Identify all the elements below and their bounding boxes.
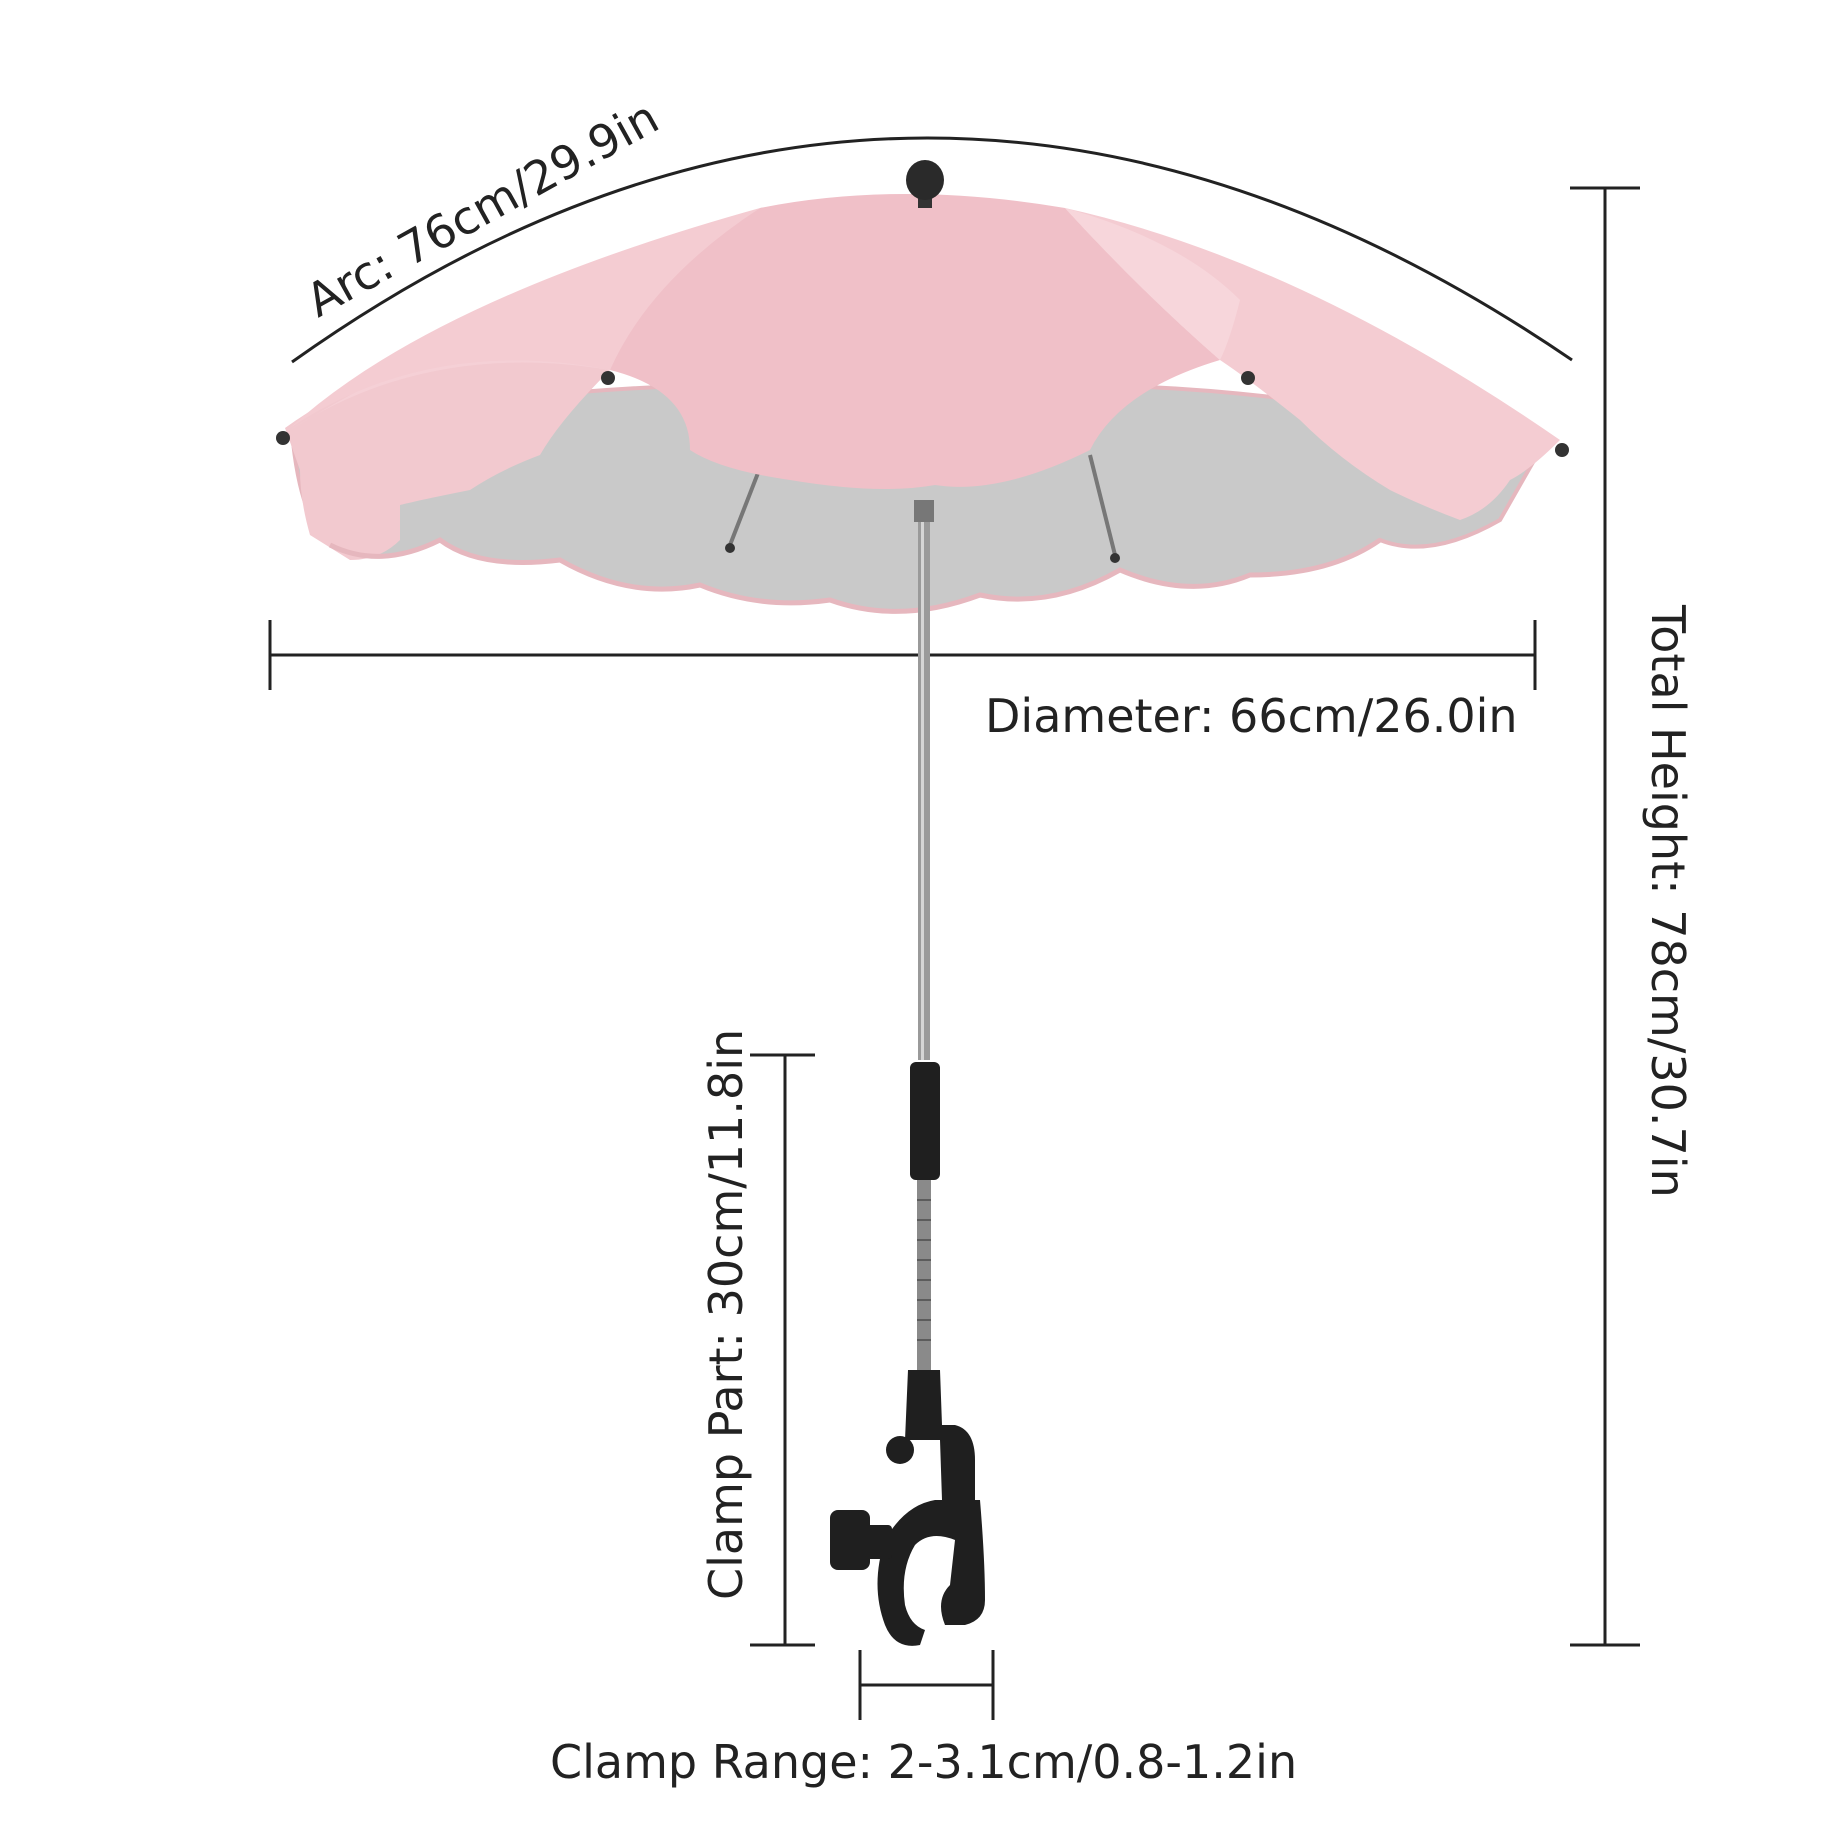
canopy-hem	[328, 537, 1382, 614]
rib-tip	[276, 431, 290, 445]
umbrella-pole	[910, 500, 940, 1370]
total-height-label: Total Height: 78cm/30.7in	[1641, 604, 1695, 1198]
pole-top-fitting	[914, 500, 934, 522]
canopy-panel-center	[610, 194, 1220, 489]
rib-tip	[1110, 553, 1120, 563]
clamp-range-label: Clamp Range: 2-3.1cm/0.8-1.2in	[550, 1735, 1297, 1789]
clamp-pivot	[886, 1436, 914, 1464]
clamp-range-dimension	[858, 1650, 995, 1720]
canopy-panel-right-top	[1065, 208, 1240, 360]
pole-upper-highlight	[921, 500, 924, 1060]
diameter-dimension	[268, 620, 1537, 690]
clamp-knob	[830, 1510, 870, 1570]
canopy-rib	[1088, 454, 1117, 556]
pole-flex-neck	[917, 1180, 931, 1370]
clamp-jaw	[877, 1500, 985, 1646]
arc-dimension-line	[291, 136, 1573, 364]
rib-tip	[601, 371, 615, 385]
diameter-label: Diameter: 66cm/26.0in	[985, 689, 1518, 743]
flex-neck-ribs	[917, 1199, 931, 1341]
pole-grip	[910, 1062, 940, 1180]
clamp-part-dimension	[750, 1053, 815, 1647]
canopy-panel-top-left	[290, 208, 760, 428]
rib-tip	[725, 543, 735, 553]
canopy-panel-left	[285, 358, 610, 560]
umbrella-clamp	[830, 1370, 985, 1646]
rib-tip	[1241, 371, 1255, 385]
clamp-part-label: Clamp Part: 30cm/11.8in	[699, 1029, 753, 1600]
canopy-top-knob	[906, 160, 944, 200]
umbrella-canopy	[276, 160, 1569, 614]
total-height-dimension	[1570, 186, 1640, 1647]
clamp-upper-body	[905, 1370, 975, 1500]
rib-tip	[1555, 443, 1569, 457]
